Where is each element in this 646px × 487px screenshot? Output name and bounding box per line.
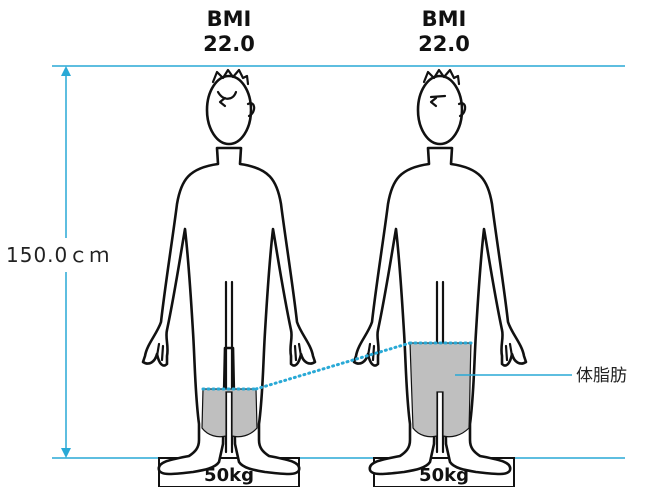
fat-label: 体脂肪 bbox=[576, 366, 627, 386]
fat-level-dotted-line bbox=[256, 343, 410, 389]
bmi-title-left: BMI bbox=[207, 7, 252, 31]
bmi-value-right: 22.0 bbox=[418, 32, 470, 56]
height-label: 150.0ｃｍ bbox=[6, 243, 110, 267]
neutral-mouth bbox=[431, 96, 445, 97]
person-figure-left bbox=[143, 70, 315, 474]
figure-left: 50kg BMI 22.0 bbox=[143, 7, 315, 487]
figure-right: 50kg BMI 22.0 bbox=[354, 7, 526, 487]
down-arrow-icon bbox=[61, 448, 71, 458]
up-arrow-icon bbox=[61, 66, 71, 76]
body-fat-fill-right bbox=[410, 343, 471, 437]
body-fat-fill-left bbox=[202, 389, 257, 437]
person-figure-right bbox=[354, 70, 526, 474]
bmi-title-right: BMI bbox=[422, 7, 467, 31]
bmi-value-left: 22.0 bbox=[203, 32, 255, 56]
